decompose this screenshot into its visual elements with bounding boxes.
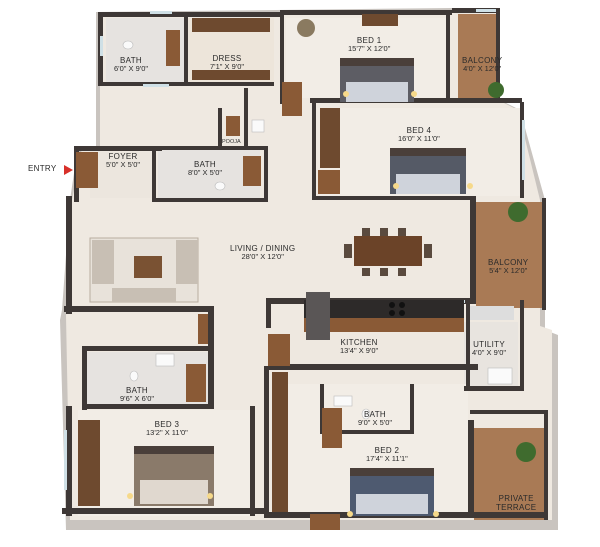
room-name: BED 3 bbox=[154, 420, 180, 429]
stove-icon bbox=[389, 302, 405, 316]
balcony-right-floor bbox=[476, 202, 542, 308]
plant-icon bbox=[508, 202, 528, 222]
bed2-label: BED 2 17'4" X 11'1" bbox=[366, 446, 408, 464]
room-name: BATH bbox=[364, 410, 386, 419]
plant-icon bbox=[488, 82, 504, 98]
doors bbox=[76, 30, 342, 530]
door-icon bbox=[282, 82, 302, 116]
lamps bbox=[127, 91, 473, 517]
room-dims: 9'6" X 6'0" bbox=[120, 394, 155, 404]
armchair-icon bbox=[297, 19, 315, 37]
plant-icon bbox=[516, 442, 536, 462]
foyer-label: FOYER 5'0" X 5'0" bbox=[106, 152, 140, 170]
bed-icon bbox=[134, 446, 214, 506]
toilet-icon bbox=[129, 370, 139, 382]
terrace-floor bbox=[474, 428, 544, 520]
room-dims: 6'0" X 9'0" bbox=[114, 64, 149, 74]
room-name: FOYER bbox=[108, 152, 138, 161]
room-dims: 16'0" X 11'0" bbox=[398, 134, 440, 144]
room-name: UTILITY bbox=[473, 340, 505, 349]
door-icon bbox=[268, 334, 290, 366]
room-name: KITCHEN bbox=[340, 338, 378, 347]
room-name-line2: TERRACE bbox=[496, 503, 537, 513]
room-name: BED 2 bbox=[374, 446, 400, 455]
room-dims: 13'4" X 9'0" bbox=[340, 346, 379, 356]
door-icon bbox=[198, 314, 208, 344]
bath-top-label: BATH 6'0" X 9'0" bbox=[114, 56, 148, 74]
bath-fixtures bbox=[122, 40, 513, 420]
bed3-label: BED 3 13'2" X 11'0" bbox=[146, 420, 188, 438]
bath-foyer-label: BATH 8'0" X 5'0" bbox=[188, 160, 222, 178]
door-icon bbox=[318, 170, 340, 194]
room-dims: 28'0" X 12'0" bbox=[241, 252, 284, 262]
living-label: LIVING / DINING 28'0" X 12'0" bbox=[230, 244, 295, 262]
room-name: PRIVATE bbox=[498, 494, 534, 503]
room-name: BED 1 bbox=[356, 36, 382, 45]
entry-label: ENTRY bbox=[28, 164, 57, 173]
bath-bed2-label: BATH 9'0" X 5'0" bbox=[358, 410, 392, 428]
kitchen-label: KITCHEN 13'4" X 9'0" bbox=[340, 338, 378, 356]
beds bbox=[134, 58, 466, 516]
coffee-table-icon bbox=[134, 256, 162, 278]
room-dims: 15'7" X 12'0" bbox=[348, 44, 391, 54]
door-icon bbox=[76, 152, 98, 188]
door-icon bbox=[310, 514, 340, 530]
room-dims: 17'4" X 11'1" bbox=[366, 454, 408, 464]
door-icon bbox=[186, 364, 206, 402]
room-dims: 7'1" X 9'0" bbox=[210, 62, 245, 72]
entry-arrow-icon bbox=[64, 165, 73, 175]
room-dims: 9'0" X 5'0" bbox=[358, 418, 393, 428]
room-dims: 5'4" X 12'0" bbox=[489, 266, 528, 276]
plants bbox=[297, 19, 536, 462]
toilet-icon bbox=[122, 40, 134, 50]
bed-icon bbox=[340, 58, 414, 102]
bed4-label: BED 4 16'0" X 11'0" bbox=[398, 126, 440, 144]
door-icon bbox=[322, 408, 342, 448]
door-icon bbox=[243, 156, 261, 186]
room-dims: 13'2" X 11'0" bbox=[146, 428, 188, 438]
room-name: BATH bbox=[194, 160, 216, 169]
room-dims: 8'0" X 5'0" bbox=[188, 168, 223, 178]
pooja-unit bbox=[226, 116, 240, 136]
washbasin-icon bbox=[155, 353, 175, 367]
washer-icon bbox=[487, 367, 513, 385]
room-dims: 4'0" X 9'0" bbox=[472, 348, 507, 358]
bed-icon bbox=[350, 468, 434, 516]
kitchen-counter bbox=[304, 292, 514, 340]
bed1-label: BED 1 15'7" X 12'0" bbox=[348, 36, 390, 54]
sofa-icon bbox=[92, 240, 114, 284]
wardrobes bbox=[78, 14, 398, 512]
balcony-top-label: BALCONY 4'0" X 12'0" bbox=[462, 56, 502, 74]
sofa-icon bbox=[112, 288, 176, 302]
door-icon bbox=[166, 30, 180, 66]
room-name: BATH bbox=[126, 386, 148, 395]
dining-table-icon bbox=[344, 228, 432, 276]
room-name: BED 4 bbox=[406, 126, 432, 135]
balcony-right-label: BALCONY 5'4" X 12'0" bbox=[488, 258, 528, 276]
sofa-icon bbox=[176, 240, 198, 284]
toilet-icon bbox=[361, 408, 371, 420]
bed-icon bbox=[390, 148, 466, 194]
foyer-floor bbox=[90, 152, 152, 198]
dress-label: DRESS 7'1" X 9'0" bbox=[210, 54, 244, 72]
room-name: BALCONY bbox=[462, 56, 503, 65]
room-name: LIVING / DINING bbox=[230, 244, 296, 253]
utility-label: UTILITY 4'0" X 9'0" bbox=[472, 340, 506, 358]
washbasin-icon bbox=[333, 395, 353, 407]
room-dims: 4'0" X 12'0" bbox=[463, 64, 502, 74]
room-name: DRESS bbox=[212, 54, 242, 63]
bath-left-label: BATH 9'6" X 6'0" bbox=[120, 386, 154, 404]
fridge-icon bbox=[306, 292, 330, 340]
room-name: BALCONY bbox=[488, 258, 529, 267]
terrace-label: PRIVATE TERRACE bbox=[496, 494, 536, 512]
toilet-icon bbox=[214, 181, 226, 191]
pooja-label: POOJA bbox=[222, 139, 241, 145]
room-dims: 5'0" X 5'0" bbox=[106, 160, 141, 170]
living-furniture bbox=[89, 237, 199, 303]
room-name: BATH bbox=[120, 56, 142, 65]
washbasin-icon bbox=[251, 119, 265, 133]
